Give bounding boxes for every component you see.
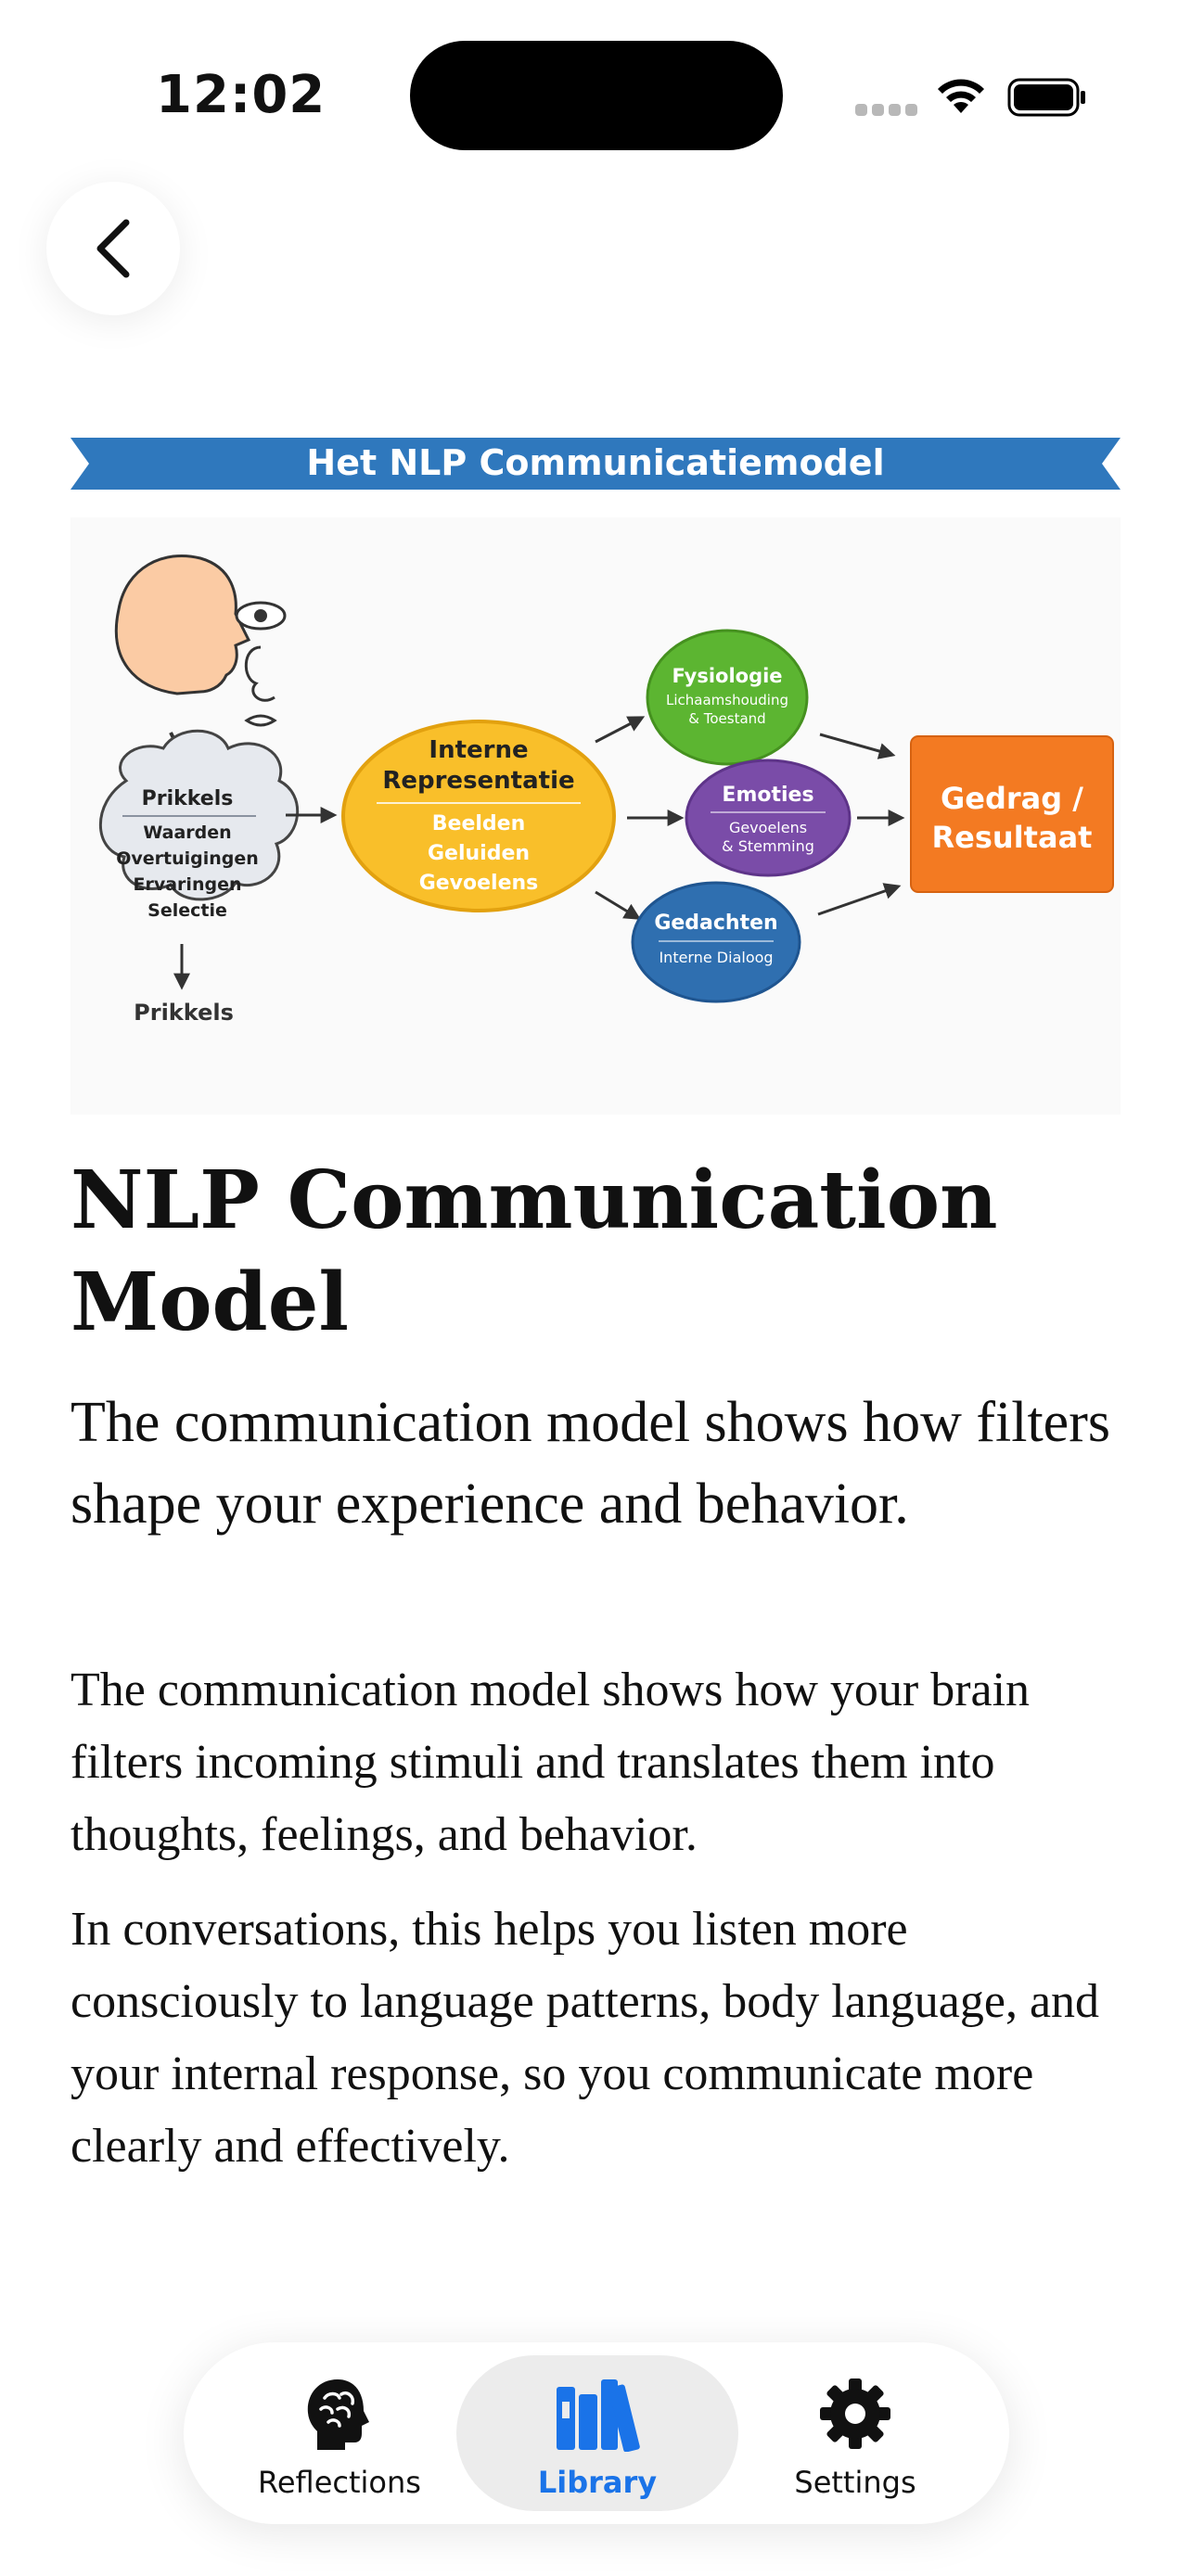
internal-title: Interne bbox=[429, 736, 528, 764]
internal-representation-node bbox=[341, 720, 616, 912]
filter-item: Ervaringen bbox=[134, 874, 242, 895]
internal-item: Geluiden bbox=[428, 842, 530, 865]
dynamic-island bbox=[410, 41, 783, 150]
thoughts-line: Interne Dialoog bbox=[659, 949, 773, 966]
tab-label: Reflections bbox=[258, 2465, 421, 2500]
filters-title: Prikkels bbox=[142, 787, 234, 810]
internal-title: Representatie bbox=[382, 767, 574, 795]
result-node bbox=[910, 735, 1114, 893]
diagram-banner-text: Het NLP Communicatiemodel bbox=[306, 442, 884, 483]
result-text: Resultaat bbox=[932, 820, 1093, 855]
filter-item: Waarden bbox=[143, 823, 231, 843]
physiology-title: Fysiologie bbox=[672, 665, 782, 687]
filter-item: Overtuigingen bbox=[116, 848, 259, 869]
result-text: Gedrag / bbox=[941, 781, 1083, 816]
communication-model-diagram: Het NLP Communicatiemodel Prikkels Waard… bbox=[70, 438, 1121, 1115]
wifi-icon bbox=[938, 79, 984, 113]
chevron-left-icon bbox=[96, 219, 130, 278]
gear-icon bbox=[820, 2378, 890, 2449]
battery-icon bbox=[1007, 78, 1085, 117]
emotions-node bbox=[685, 759, 852, 877]
tab-label: Library bbox=[537, 2465, 658, 2500]
back-button[interactable] bbox=[46, 182, 180, 315]
brain-icon bbox=[307, 2379, 369, 2450]
emotions-line: & Stemming bbox=[722, 837, 814, 855]
emotions-title: Emoties bbox=[722, 784, 813, 807]
article-paragraph: The communication model shows how your b… bbox=[70, 1664, 1031, 1861]
diagram-banner bbox=[70, 438, 1121, 490]
cellular-signal-icon bbox=[855, 104, 922, 121]
physiology-line: & Toestand bbox=[688, 710, 765, 727]
books-icon bbox=[557, 2379, 640, 2452]
article-subtitle: The communication model shows how filter… bbox=[70, 1391, 1110, 1536]
article-paragraph: In conversations, this helps you listen … bbox=[70, 1903, 1100, 2173]
tab-label: Settings bbox=[794, 2465, 916, 2500]
head-illustration bbox=[114, 554, 287, 727]
filter-item: Selectie bbox=[147, 900, 227, 921]
thoughts-node bbox=[631, 881, 801, 1003]
internal-item: Gevoelens bbox=[419, 872, 539, 895]
tab-reflections[interactable]: Reflections bbox=[198, 2355, 480, 2511]
physiology-line: Lichaamshouding bbox=[666, 692, 788, 708]
tab-library[interactable]: Library bbox=[456, 2355, 738, 2511]
internal-item: Beelden bbox=[432, 812, 525, 835]
tab-settings[interactable]: Settings bbox=[714, 2355, 996, 2511]
stimuli-label: Prikkels bbox=[134, 1000, 234, 1026]
tab-bar: Reflections Library S bbox=[184, 2342, 1009, 2524]
thoughts-title: Gedachten bbox=[654, 912, 777, 935]
status-time: 12:02 bbox=[156, 65, 327, 125]
page-title: NLP Communication Model bbox=[70, 1154, 998, 1349]
emotions-line: Gevoelens bbox=[729, 819, 807, 836]
physiology-node bbox=[646, 629, 809, 766]
